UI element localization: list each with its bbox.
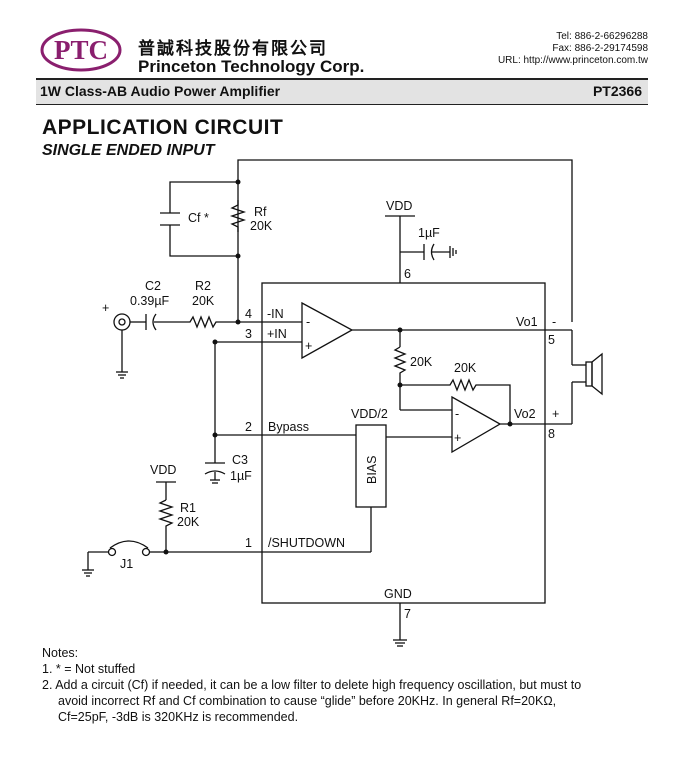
value-r-internal-1: 20K	[410, 355, 433, 369]
label-shutdown: /SHUTDOWN	[268, 536, 345, 550]
value-r-internal-2: 20K	[454, 361, 477, 375]
value-c2: 0.39µF	[130, 294, 170, 308]
ic-body	[261, 282, 546, 604]
label-c2: C2	[145, 279, 161, 293]
label-vo2: Vo2	[514, 407, 536, 421]
ptc-logo: PTC	[40, 28, 122, 72]
value-c3: 1µF	[230, 469, 252, 483]
note-2-cont-2: Cf=25pF, -3dB is 320KHz is recommended.	[58, 710, 299, 724]
section-subtitle: SINGLE ENDED INPUT	[42, 142, 215, 159]
part-number: PT2366	[592, 83, 642, 99]
notes-heading: Notes:	[42, 646, 79, 660]
label-gnd: GND	[384, 587, 412, 601]
pin-1: 1	[245, 536, 252, 550]
label-rf: Rf	[254, 205, 267, 219]
label-j1: J1	[120, 557, 133, 571]
contact-info: Tel: 886-2-66296288 Fax: 886-2-29174598 …	[498, 31, 648, 67]
label-r1: R1	[180, 501, 196, 515]
label-bypass: Bypass	[268, 420, 309, 434]
label-vdd-top: VDD	[386, 199, 412, 213]
value-c-vdd: 1µF	[418, 226, 440, 240]
company-name-english: Princeton Technology Corp.	[138, 57, 365, 76]
label-bias: BIAS	[365, 456, 379, 485]
label-vdd-half: VDD/2	[351, 407, 388, 421]
opamp2-minus: -	[455, 407, 459, 421]
opamp1-minus: -	[306, 315, 310, 329]
value-r1: 20K	[177, 515, 200, 529]
note-1: 1. * = Not stuffed	[42, 662, 136, 676]
input-plus: +	[102, 301, 109, 315]
pin-7: 7	[404, 607, 411, 621]
pin-4: 4	[245, 307, 252, 321]
section-title: APPLICATION CIRCUIT	[42, 116, 284, 139]
label-cf: Cf *	[188, 211, 209, 225]
title-bar: 1W Class-AB Audio Power Amplifier PT2366	[36, 78, 648, 105]
opamp2-plus: +	[454, 431, 461, 445]
note-2: 2. Add a circuit (Cf) if needed, it can …	[42, 678, 582, 692]
company-name-chinese: 普誠科技股份有限公司	[138, 39, 328, 58]
pin-6: 6	[404, 267, 411, 281]
fax: Fax: 886-2-29174598	[552, 43, 648, 54]
pin-8: 8	[548, 427, 555, 441]
pin-2: 2	[245, 420, 252, 434]
label-c3: C3	[232, 453, 248, 467]
value-r2: 20K	[192, 294, 215, 308]
label-in-pos: +IN	[267, 327, 287, 341]
doc-title: 1W Class-AB Audio Power Amplifier	[40, 83, 281, 99]
url: URL: http://www.princeton.com.tw	[497, 55, 648, 66]
note-2-cont: avoid incorrect Rf and Cf combination to…	[58, 694, 557, 708]
label-in-neg: -IN	[267, 307, 284, 321]
notes: Notes: 1. * = Not stuffed 2. Add a circu…	[42, 645, 642, 725]
label-vdd-r1: VDD	[150, 463, 176, 477]
label-r2: R2	[195, 279, 211, 293]
pin-3: 3	[245, 327, 252, 341]
vo2-sign: +	[552, 407, 559, 421]
tel: Tel: 886-2-66296288	[556, 31, 648, 42]
vo1-sign: -	[552, 315, 556, 329]
value-rf: 20K	[250, 219, 273, 233]
svg-text:PTC: PTC	[54, 35, 108, 65]
opamp1-plus: +	[305, 339, 312, 353]
label-vo1: Vo1	[516, 315, 538, 329]
pin-5: 5	[548, 333, 555, 347]
